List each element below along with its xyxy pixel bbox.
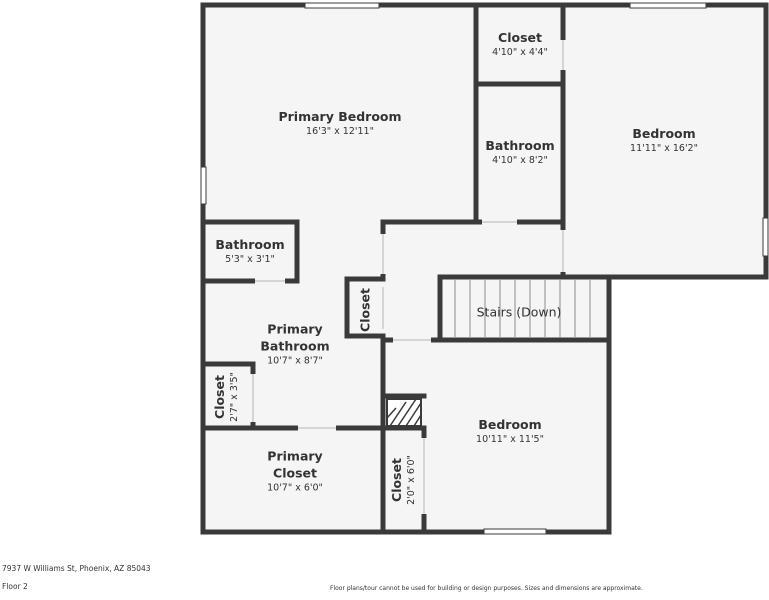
stair-treads <box>454 280 591 337</box>
room-primary-closet: Primary Closet 10'7" x 6'0" <box>267 448 323 493</box>
room-dimensions: 5'3" x 3'1" <box>225 253 275 265</box>
room-dimensions: 10'11" x 11'5" <box>476 433 544 445</box>
room-primary-bathroom: Primary Bathroom 10'7" x 8'7" <box>260 321 329 366</box>
room-name: Bedroom <box>632 125 696 141</box>
room-name-line2: Bathroom <box>260 338 330 354</box>
floor-area <box>203 5 766 532</box>
room-name: Closet <box>498 29 542 45</box>
chase <box>386 398 422 427</box>
room-name-line1: Primary <box>267 321 323 337</box>
room-primary-bedroom: Primary Bedroom 16'3" x 12'11" <box>278 109 401 137</box>
disclaimer-text: Floor plans/tour cannot be used for buil… <box>330 585 643 592</box>
window <box>304 2 380 9</box>
room-stairs: Stairs (Down) <box>477 305 562 320</box>
room-bedroom-right: Bedroom 11'11" x 16'2" <box>630 126 698 154</box>
room-dimensions: 4'10" x 8'2" <box>492 154 548 166</box>
room-name: Stairs (Down) <box>476 304 562 320</box>
room-bedroom-bottom: Bedroom 10'11" x 11'5" <box>476 417 544 445</box>
room-closet-left: Closet 2'7" x 3'5" <box>212 372 240 422</box>
door-edges <box>252 40 564 514</box>
room-name-line1: Primary <box>267 448 323 464</box>
floor-label: Floor 2 <box>2 582 28 591</box>
room-dimensions: 10'7" x 6'0" <box>267 482 323 494</box>
room-closet-bottom: Closet 2'0" x 6'0" <box>389 455 417 505</box>
room-name: Bathroom <box>485 137 555 153</box>
wall <box>344 276 386 339</box>
room-dimensions: 16'3" x 12'11" <box>306 125 374 137</box>
room-dimensions: 10'7" x 8'7" <box>267 355 323 367</box>
room-dimensions: 4'10" x 4'4" <box>492 46 548 58</box>
window <box>629 2 707 9</box>
window <box>200 166 207 205</box>
room-name: Closet <box>211 375 227 419</box>
room-bathroom-mid: Bathroom 4'10" x 8'2" <box>485 138 554 166</box>
room-closet-small: Closet <box>358 288 373 332</box>
address-text: 7937 W Williams St, Phoenix, AZ 85043 <box>2 564 151 573</box>
room-dimensions: 11'11" x 16'2" <box>630 142 698 154</box>
room-name: Bedroom <box>478 416 542 432</box>
room-name: Primary Bedroom <box>278 108 402 124</box>
window <box>483 528 547 535</box>
room-name: Closet <box>357 288 373 332</box>
room-name: Closet <box>388 458 404 502</box>
room-dimensions: 2'7" x 3'5" <box>228 372 240 422</box>
window <box>762 217 769 257</box>
room-dimensions: 2'0" x 6'0" <box>405 455 417 505</box>
room-bathroom-small: Bathroom 5'3" x 3'1" <box>215 237 284 265</box>
room-name: Bathroom <box>215 236 285 252</box>
windows <box>200 2 769 535</box>
room-name-line2: Closet <box>273 465 317 481</box>
room-closet-top: Closet 4'10" x 4'4" <box>492 30 548 58</box>
